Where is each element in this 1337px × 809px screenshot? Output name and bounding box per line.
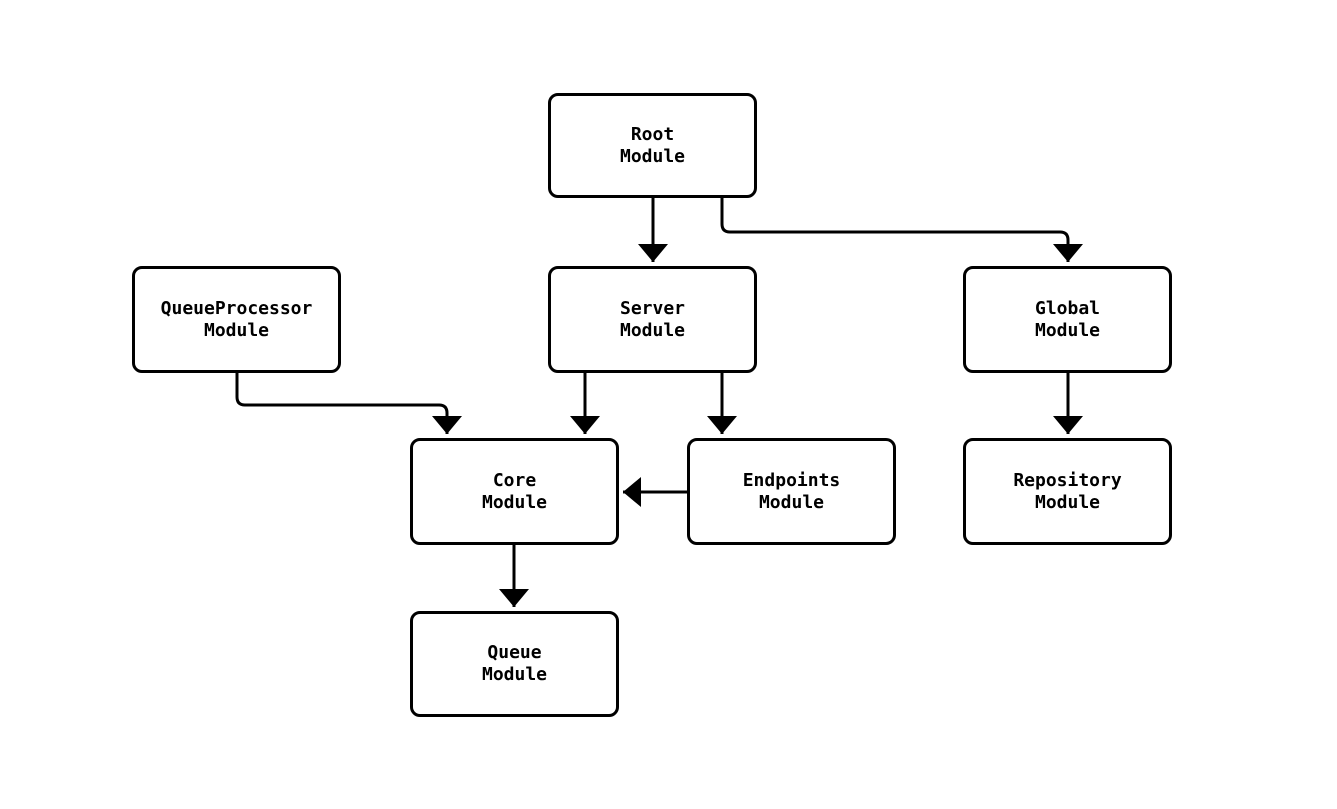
node-core-module: Core Module [410, 438, 619, 545]
node-queueprocessor-module: QueueProcessor Module [132, 266, 341, 373]
node-root-module: Root Module [548, 93, 757, 198]
node-server-module: Server Module [548, 266, 757, 373]
node-repository-module-label: Repository Module [1013, 469, 1122, 513]
node-server-module-label: Server Module [619, 297, 686, 341]
node-endpoints-module: Endpoints Module [687, 438, 896, 545]
node-root-module-label: Root Module [619, 123, 686, 167]
node-global-module-label: Global Module [1034, 297, 1101, 341]
node-queue-module: Queue Module [410, 611, 619, 717]
node-endpoints-module-label: Endpoints Module [742, 469, 841, 513]
node-global-module: Global Module [963, 266, 1172, 373]
node-queue-module-label: Queue Module [481, 642, 548, 685]
edge-queueprocessor-to-core [235, 373, 462, 434]
edge-root-to-global [720, 198, 1083, 262]
node-core-module-label: Core Module [481, 469, 548, 513]
node-queueprocessor-module-label: QueueProcessor Module [160, 297, 313, 341]
node-repository-module: Repository Module [963, 438, 1172, 545]
